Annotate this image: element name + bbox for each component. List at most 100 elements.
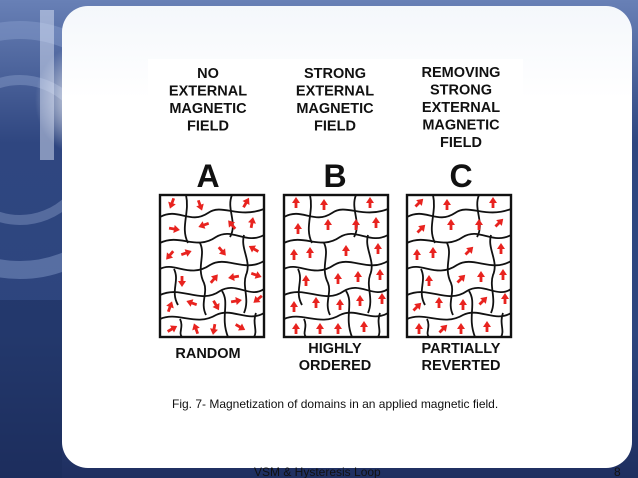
panel-label: HIGHLY [308, 341, 362, 357]
magnetic-arrow [336, 299, 344, 310]
magnetic-arrow [168, 197, 176, 209]
magnetic-arrow [477, 271, 485, 282]
magnetic-arrow [166, 301, 174, 313]
panel-letter: B [323, 158, 346, 194]
domain-wall [159, 232, 265, 244]
domain-wall [468, 290, 476, 338]
domain-wall [303, 318, 307, 338]
magnetic-arrow [366, 197, 374, 208]
domain-wall [377, 312, 381, 338]
domain-wall [406, 208, 512, 219]
domain-wall [283, 232, 389, 244]
domain-wall [253, 312, 257, 338]
magnetic-arrow [248, 217, 256, 229]
panel-label: RANDOM [175, 346, 240, 362]
domain-wall [173, 268, 179, 306]
domain-wall [159, 286, 265, 297]
domain-wall [283, 311, 389, 321]
magnetic-arrow [499, 269, 507, 280]
magnetic-arrow [292, 323, 300, 334]
domain-wall [159, 208, 265, 219]
magnetic-arrow [290, 301, 298, 312]
panel-heading-line: REMOVING [422, 65, 501, 81]
panel-label: REVERTED [422, 358, 501, 374]
magnetic-arrow [290, 249, 298, 260]
magnetic-arrow [212, 299, 220, 311]
panel-c: REMOVINGSTRONGEXTERNALMAGNETICFIELDCPART… [405, 65, 513, 374]
domain-wall [307, 194, 313, 244]
panel-letter: A [196, 158, 219, 194]
magnetic-arrow [352, 219, 360, 230]
domain-wall [366, 234, 373, 314]
magnetic-arrow [376, 269, 384, 280]
panel-heading-line: MAGNETIC [169, 101, 247, 117]
page-number: 8 [614, 465, 621, 478]
domain-wall [500, 312, 504, 338]
magnetic-arrow [250, 271, 262, 279]
panel-heading-line: STRONG [430, 83, 492, 99]
figure-caption: Fig. 7- Magnetization of domains in an a… [172, 397, 499, 411]
magnetic-arrow [178, 276, 186, 287]
magnetic-arrow [209, 274, 218, 284]
panel-heading-line: EXTERNAL [169, 84, 247, 100]
panel-label: ORDERED [299, 358, 372, 374]
magnetic-arrow [228, 220, 237, 230]
domain-wall [159, 311, 265, 321]
magnetic-arrow [374, 243, 382, 254]
magnetic-arrow [354, 271, 362, 282]
domain-grid [405, 193, 513, 339]
domain-wall [406, 232, 512, 244]
magnetic-arrow [414, 198, 424, 208]
domain-wall [420, 268, 426, 306]
magnetic-arrow [320, 199, 328, 210]
magnetic-arrow [459, 299, 467, 310]
magnetic-arrow [494, 218, 504, 228]
domain-wall [323, 242, 331, 316]
magnetic-arrow [180, 249, 192, 257]
magnetic-arrow [334, 323, 342, 334]
magnetic-arrow [378, 293, 386, 304]
domain-wall [283, 286, 389, 297]
domain-wall [345, 290, 353, 338]
domain-wall [489, 234, 496, 314]
domain-wall [179, 318, 183, 338]
magnetic-arrow [192, 323, 200, 335]
magnetic-arrow [464, 246, 474, 256]
magnetic-arrow [166, 250, 175, 260]
magnetic-arrow [248, 245, 260, 253]
panel-heading-line: FIELD [440, 135, 482, 151]
magnetic-arrow [316, 323, 324, 334]
magnetic-arrow [234, 323, 246, 331]
magnetic-arrow [425, 275, 433, 286]
domain-wall [406, 286, 512, 297]
magnetic-arrow [292, 197, 300, 208]
magnetic-arrow [360, 321, 368, 332]
magnetic-arrow [447, 219, 455, 230]
panel-heading-line: EXTERNAL [296, 84, 374, 100]
magnetic-arrow [196, 199, 204, 211]
magnetic-arrow [497, 243, 505, 254]
magnetic-arrow [413, 249, 421, 260]
magnetic-arrow [228, 273, 240, 281]
magnetic-arrow [501, 293, 509, 304]
domain-wall [476, 194, 481, 238]
panel-heading-line: EXTERNAL [422, 100, 500, 116]
magnetic-arrow [198, 221, 210, 229]
domain-wall [353, 194, 358, 238]
magnetic-arrow [438, 324, 448, 334]
magnetic-arrow [242, 197, 250, 209]
magnetic-arrow [306, 247, 314, 258]
domain-wall [183, 194, 189, 244]
footer-title: VSM & Hysteresis Loop [254, 465, 381, 478]
magnetic-arrow [166, 325, 178, 333]
domain-wall [406, 260, 512, 272]
magnetic-arrow [412, 302, 422, 312]
domain-wall [283, 260, 389, 272]
magnetic-arrow [342, 245, 350, 256]
magnetic-arrow [312, 297, 320, 308]
magnetic-arrow [415, 323, 423, 334]
domain-wall [446, 242, 454, 316]
domain-wall [242, 234, 249, 314]
magnetic-arrow [294, 223, 302, 234]
